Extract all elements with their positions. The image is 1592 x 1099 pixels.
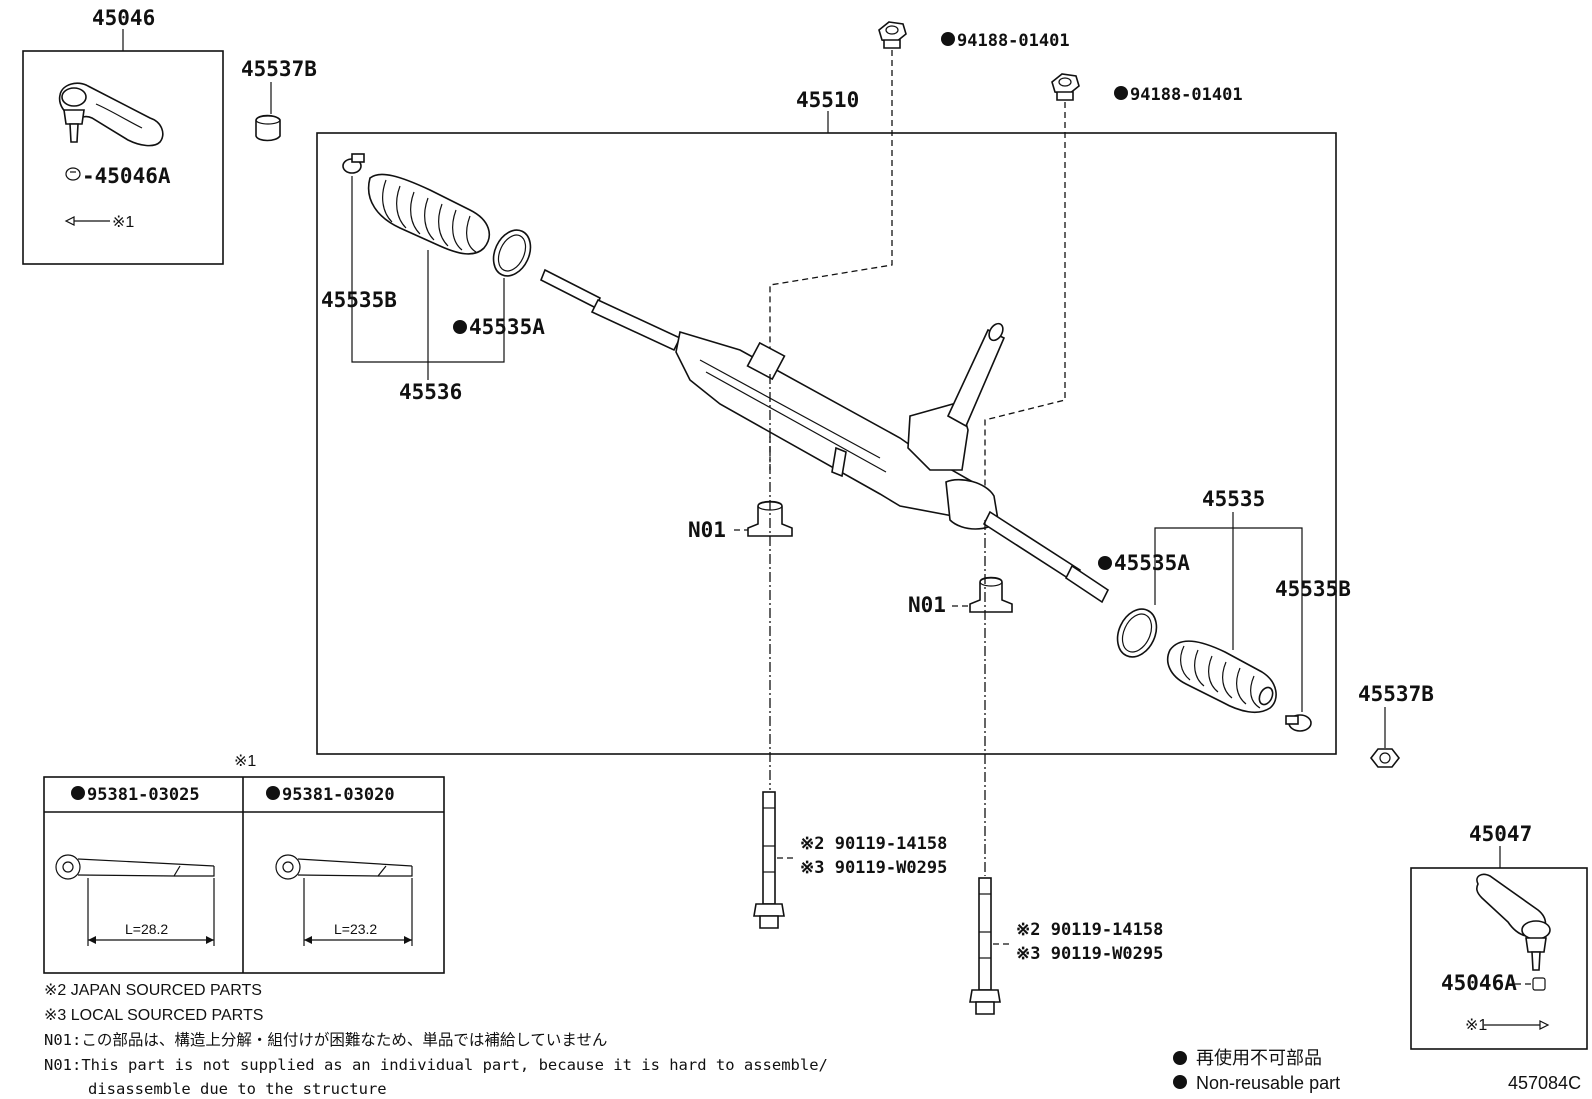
label-lh-castle-cap: -45046A (82, 164, 171, 188)
boot-ring-rh-drawing (1116, 608, 1158, 658)
label-bolt-1-line-2: ※3 90119-W0295 (800, 858, 947, 878)
non-reusable-dot-4 (1098, 556, 1112, 570)
label-rack-nut-top: 45537B (241, 57, 317, 81)
boot-clamp-rh-drawing (1285, 714, 1312, 732)
label-tie-rod-end-lh: 45046 (92, 6, 155, 30)
steering-rack-drawing (539, 268, 1110, 604)
cotter-pin-rh-icon (1484, 1020, 1550, 1030)
note-n01-en-2: disassemble due to the structure (88, 1080, 387, 1098)
label-pin-1-length: L=28.2 (125, 921, 168, 937)
note-n01-jp: N01:この部品は、構造上分解・組付けが困難なため、単品では補給していません (44, 1031, 607, 1049)
castle-cap-lh-icon (65, 167, 81, 181)
nut-upper-1-drawing (878, 21, 907, 49)
label-bushing-1: N01 (688, 518, 726, 542)
label-bolt-2-line-1: ※2 90119-14158 (1016, 920, 1163, 940)
castle-cap-rh-icon (1532, 977, 1546, 991)
label-boot-clamp-rh: 45535B (1275, 577, 1351, 601)
label-tie-rod-end-rh: 45047 (1469, 822, 1532, 846)
non-reusable-dot-5 (71, 786, 85, 800)
label-rack-nut-bottom: 45537B (1358, 682, 1434, 706)
label-rack-assembly: 45510 (796, 88, 859, 112)
label-boot-ring-rh: 45535A (1114, 551, 1190, 575)
note-n01-en-1: N01:This part is not supplied as an indi… (44, 1056, 828, 1074)
label-bushing-2: N01 (908, 593, 946, 617)
label-bolt-1-line-1: ※2 90119-14158 (800, 834, 947, 854)
label-rh-castle-cap: 45046A (1441, 971, 1517, 995)
cotter-pin-box (43, 776, 445, 974)
bushing-2-drawing (969, 576, 1013, 613)
rack-nut-top-drawing (255, 114, 281, 142)
boot-rh-drawing (1166, 640, 1277, 714)
note-japan-sourced: ※2 JAPAN SOURCED PARTS (44, 982, 262, 999)
label-nut-upper-1: 94188-01401 (957, 31, 1070, 51)
cotter-pin-lh-icon (64, 216, 110, 226)
label-boot-ring-lh: 45535A (469, 315, 545, 339)
label-boot-set-rh: 45535 (1202, 487, 1265, 511)
label-boot-clamp-lh: 45535B (321, 288, 397, 312)
legend-non-reusable-en: Non-reusable part (1196, 1073, 1340, 1093)
label-nut-upper-2: 94188-01401 (1130, 85, 1243, 105)
non-reusable-dot-3 (453, 320, 467, 334)
label-pin-box-ref: ※1 (234, 753, 256, 770)
tie-rod-end-rh-box (1410, 867, 1588, 1050)
cotter-pin-1-drawing (55, 854, 215, 946)
bolt-1-drawing (753, 791, 785, 929)
boot-clamp-lh-drawing (342, 153, 365, 174)
legend-dot-jp (1173, 1051, 1187, 1065)
bolt-2-drawing (969, 877, 1001, 1015)
boot-ring-lh-drawing (492, 229, 532, 277)
diagram-code: 457084C (1508, 1073, 1581, 1093)
legend-dot-en (1173, 1075, 1187, 1089)
nut-upper-2-drawing (1051, 73, 1080, 101)
label-boot-set-lh: 45536 (399, 380, 462, 404)
legend-non-reusable-jp: 再使用不可部品 (1196, 1048, 1322, 1068)
label-pin-1: 95381-03025 (87, 785, 200, 805)
non-reusable-dot-1 (941, 32, 955, 46)
label-pin-2-length: L=23.2 (334, 921, 377, 937)
boot-lh-drawing (367, 173, 491, 255)
tie-rod-end-lh-box (22, 50, 224, 265)
tie-rod-end-rh-drawing (1476, 873, 1551, 971)
label-lh-pin-ref: ※1 (112, 214, 134, 231)
tie-rod-end-lh-drawing (58, 82, 164, 147)
label-pin-2: 95381-03020 (282, 785, 395, 805)
cotter-pin-2-drawing (275, 854, 413, 946)
non-reusable-dot-6 (266, 786, 280, 800)
note-local-sourced: ※3 LOCAL SOURCED PARTS (44, 1007, 263, 1024)
rack-assembly-frame (316, 132, 1337, 755)
rack-nut-bottom-drawing (1369, 748, 1401, 768)
label-rh-pin-ref: ※1 (1465, 1017, 1487, 1034)
non-reusable-dot-2 (1114, 86, 1128, 100)
label-bolt-2-line-2: ※3 90119-W0295 (1016, 944, 1163, 964)
